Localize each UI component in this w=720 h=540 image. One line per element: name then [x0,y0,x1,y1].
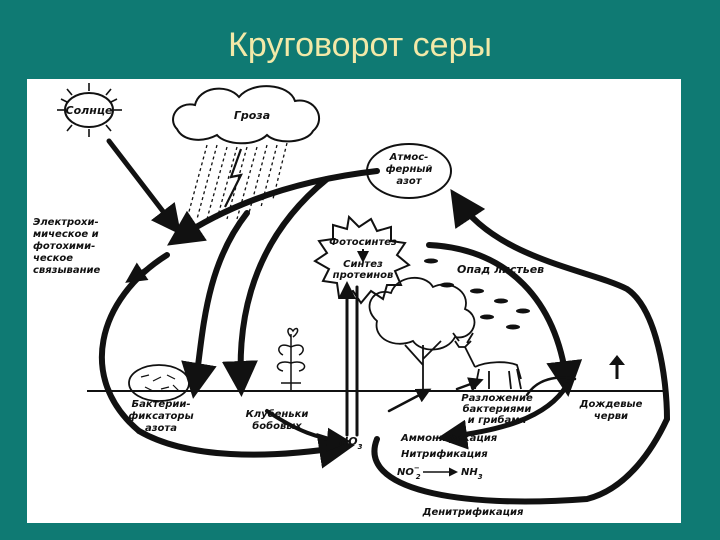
diagram-panel: Солнце Гроза Атмос- ферный азот Электрох… [27,79,681,523]
electrochem-label-5: связывание [33,265,101,276]
nh3-subscript: 3 [478,473,483,481]
photosynthesis-label: Фотосинтез [329,237,397,248]
no3-subscript: 3 [358,443,363,451]
no2-subscript: 2 [416,473,421,481]
nh3-label: NH3 [461,467,483,481]
bacteria-fixers-label-3: азота [145,423,177,434]
atmospheric-nitrogen-label-2: ферный [386,163,433,175]
deer-icon [452,332,522,390]
nitrification-label: Нитрификация [401,448,488,460]
decomposition-label-3: и грибами [468,414,527,426]
protein-synthesis-label-1: Синтез [343,259,383,270]
nitrogen-cycle-diagram: Солнце Гроза Атмос- ферный азот Электрох… [33,83,670,518]
sun-label: Солнце [66,104,113,117]
electrochem-label-3: фотохими- [33,240,95,252]
electrochem-label-2: мическое и [33,229,99,240]
legume-plant-icon [276,327,306,391]
nodules-label-1: Клубеньки [246,408,309,420]
leaf-fall-label: Опад листьев [457,263,544,276]
slide-title: Круговорот серы [228,26,492,64]
no2-base: NO [397,467,414,478]
protein-synthesis-label-2: протеинов [333,270,394,281]
no3-base: NO [339,435,358,448]
rain-worms-label-1: Дождевые [579,399,643,410]
bacteria-cluster-icon [128,364,190,402]
cycle-arrows [99,138,670,505]
decomposition-label-1: Разложение [461,393,533,404]
electrochem-label-4: ческое [33,253,73,264]
bacteria-fixers-label-1: Бактерии- [131,399,190,410]
nh3-base: NH [461,467,478,478]
electrochem-label-1: Электрохи- [33,217,99,228]
lightning-icon [224,148,243,208]
atmospheric-nitrogen-label-1: Атмос- [389,152,429,163]
storm-label: Гроза [234,109,270,122]
sun-icon [57,83,122,137]
rain-worms-label-2: черви [594,411,628,422]
tree-icon [368,277,476,389]
decomposition-label-2: бактериями [463,403,532,415]
up-arrow-icon [609,355,625,379]
no2-superscript: − [414,464,420,472]
no2-label: NO−2 [397,464,421,481]
no3-label: NO3 [339,435,363,451]
storm-cloud-icon [172,85,320,145]
nodules-label-2: бобовых [252,420,302,432]
denitrification-label: Денитрификация [422,506,524,518]
atmospheric-nitrogen-label-3: азот [396,176,422,187]
ammonification-label: Аммонификация [400,432,498,444]
bacteria-fixers-label-2: фиксаторы [128,410,193,422]
